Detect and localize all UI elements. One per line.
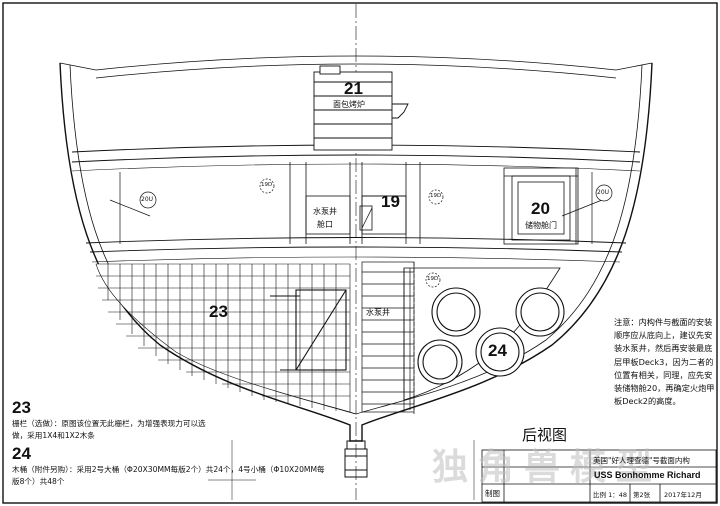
part-24-number: 24 xyxy=(488,341,507,360)
title-block-date: 2017年12月 xyxy=(664,491,702,499)
tag-right: 20U xyxy=(597,189,610,196)
title-block-sheet: 第2张 xyxy=(633,491,651,499)
part-23-number: 23 xyxy=(209,302,228,321)
title-block-ship-name: USS Bonhomme Richard xyxy=(594,470,701,480)
legend-23-number: 23 xyxy=(12,398,31,417)
pump-well-label: 水泵井 xyxy=(366,308,390,317)
legend-24-number: 24 xyxy=(12,444,31,463)
part-19-number: 19 xyxy=(381,192,400,211)
legend-24-text: 木桶（附件另购）：采用2号大桶（Φ20X30MM每版2个）共24个，4号小桶（Φ… xyxy=(12,465,325,486)
title-block-drawing-title: 美国"好人理查德"号截面内构 xyxy=(593,456,690,465)
assembly-note: 注意：内构件与截面的安装顺序应从底向上，建议先安装水泵井，然后再安装最底层甲板D… xyxy=(614,317,715,407)
part-20-number: 20 xyxy=(531,199,550,218)
title-block-drawn-label: 制图 xyxy=(485,489,500,498)
tag-19d-b: 19D xyxy=(430,193,442,199)
part-tags xyxy=(139,178,613,288)
part-19-name-line2: 舱口 xyxy=(317,220,333,229)
tag-19d-a: 19D xyxy=(261,182,273,188)
fence-grating xyxy=(95,263,351,413)
part-19-name-line1: 水泵井 xyxy=(313,207,337,216)
bread-oven xyxy=(313,65,409,151)
deck-knees xyxy=(109,172,603,244)
legend-23-text: 栅栏（选做）：原图该位置无此栅栏，为增强表现力可以选做，采用1X4和1X2木条 xyxy=(12,419,206,440)
title-block-scale: 比例 1：48 xyxy=(593,491,627,499)
part-20-name: 储物舱门 xyxy=(525,221,557,230)
part-21-number: 21 xyxy=(344,79,363,98)
tag-19d-c: 19D xyxy=(427,276,439,282)
part-21-name: 面包烤炉 xyxy=(333,100,365,109)
storage-hatch-structure xyxy=(503,167,579,245)
barrels xyxy=(417,287,565,385)
pump-hatch-structure xyxy=(289,162,421,244)
watermark-logo: 独角兽模型 xyxy=(432,447,663,488)
tag-left: 20U xyxy=(141,196,154,203)
view-title: 后视图 xyxy=(522,426,568,444)
title-block xyxy=(481,449,717,503)
pump-well xyxy=(361,261,415,414)
keel xyxy=(344,440,368,478)
